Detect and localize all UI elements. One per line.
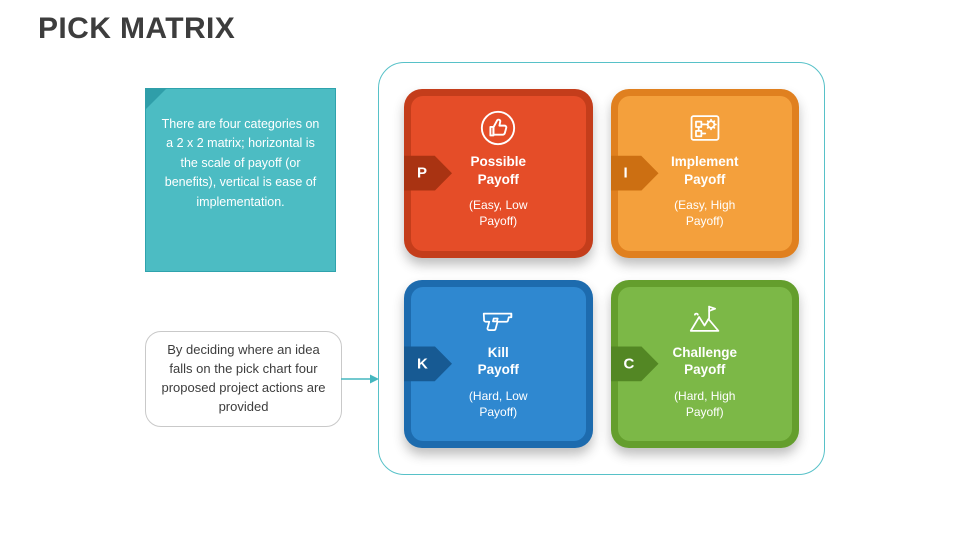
pick-matrix-container: Possible Payoff (Easy, Low Payoff) P bbox=[378, 62, 825, 475]
note-box: There are four categories on a 2 x 2 mat… bbox=[145, 88, 336, 272]
card-body: Implement Payoff (Easy, High Payoff) bbox=[617, 96, 792, 251]
matrix-card-kill: Kill Payoff (Hard, Low Payoff) K bbox=[404, 279, 593, 448]
card-title: Challenge Payoff bbox=[672, 344, 737, 378]
card-letter: K bbox=[417, 355, 428, 373]
card-subtitle: (Easy, High Payoff) bbox=[674, 198, 736, 229]
matrix-card-possible: Possible Payoff (Easy, Low Payoff) P bbox=[404, 89, 593, 258]
card-title: Possible Payoff bbox=[470, 154, 527, 187]
card-title: Kill Payoff bbox=[477, 344, 519, 378]
card-letter: P bbox=[417, 164, 428, 182]
card-subtitle: (Easy, Low Payoff) bbox=[469, 198, 528, 229]
matrix-card-implement: Implement Payoff (Easy, High Payoff) I bbox=[610, 89, 799, 258]
card-body: Kill Payoff (Hard, Low Payoff) bbox=[411, 286, 586, 441]
callout-box: By deciding where an idea falls on the p… bbox=[145, 331, 342, 427]
note-folded-corner bbox=[145, 88, 167, 110]
card-subtitle: (Hard, High Payoff) bbox=[674, 388, 736, 419]
matrix-card-challenge: Challenge Payoff (Hard, High Payoff) C bbox=[610, 279, 799, 448]
card-subtitle: (Hard, Low Payoff) bbox=[468, 388, 528, 419]
card-letter: I bbox=[623, 164, 628, 182]
gun-icon bbox=[479, 300, 517, 338]
arrow-right-icon bbox=[341, 374, 379, 384]
note-text: There are four categories on a 2 x 2 mat… bbox=[161, 117, 320, 209]
blueprint-gear-icon bbox=[686, 109, 724, 147]
card-letter: C bbox=[623, 355, 635, 373]
thumbs-up-icon bbox=[479, 109, 517, 147]
card-title: Implement Payoff bbox=[670, 154, 739, 187]
callout-text: By deciding where an idea falls on the p… bbox=[161, 342, 326, 414]
page-title: PICK MATRIX bbox=[38, 12, 236, 45]
mountain-flag-icon bbox=[686, 300, 724, 338]
